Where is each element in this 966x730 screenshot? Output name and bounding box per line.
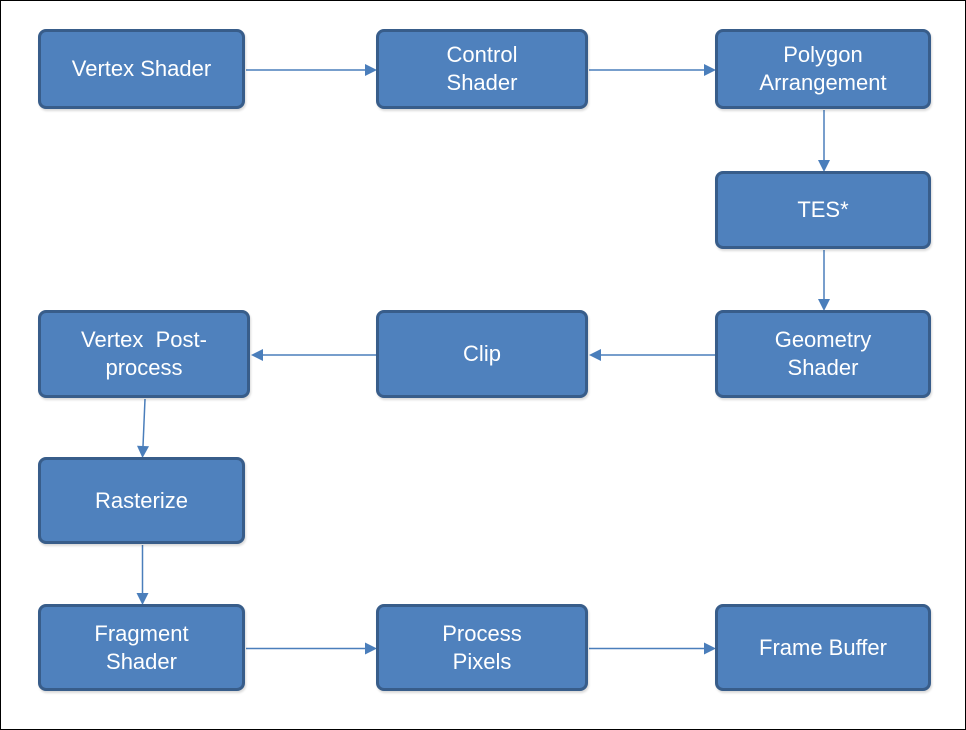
arrowhead bbox=[589, 349, 601, 361]
arrow-rasterize-to-fragment-shader bbox=[136, 545, 149, 605]
arrowhead bbox=[818, 299, 830, 311]
node-label-line: Vertex Shader bbox=[71, 56, 212, 81]
node-label-line: Polygon bbox=[783, 42, 863, 67]
connector-line bbox=[142, 398, 146, 447]
node-label-line: Frame Buffer bbox=[759, 634, 887, 660]
node-label-line: Geometry bbox=[774, 327, 872, 352]
node-vertex-post-process: Vertex Post- process bbox=[38, 310, 250, 398]
node-label-line: Arrangement bbox=[759, 70, 887, 95]
node-label-line: TES* bbox=[797, 197, 849, 222]
arrow-control-shader-to-polygon-arrangement bbox=[589, 64, 716, 76]
arrow-tes-to-geometry-shader bbox=[818, 250, 830, 311]
node-process-pixels: Process Pixels bbox=[376, 604, 588, 691]
node-rasterize: Rasterize bbox=[38, 457, 245, 544]
node-label-line: Rasterize bbox=[95, 487, 188, 513]
arrow-vertex-shader-to-control-shader bbox=[246, 64, 377, 76]
node-label-line: Fragment bbox=[94, 620, 189, 646]
arrow-clip-to-vertex-post-process bbox=[251, 349, 377, 361]
node-geometry-shader: Geometry Shader bbox=[715, 310, 931, 398]
arrowhead bbox=[137, 445, 150, 458]
node-label-line: process bbox=[105, 355, 183, 380]
node-label-line: Clip bbox=[463, 341, 501, 366]
arrow-process-pixels-to-frame-buffer bbox=[589, 642, 716, 655]
arrowhead bbox=[818, 160, 830, 172]
node-control-shader: Control Shader bbox=[376, 29, 588, 109]
arrow-geometry-shader-to-clip bbox=[589, 349, 716, 361]
node-label-line: Shader bbox=[106, 648, 177, 674]
node-label-line: Shader bbox=[787, 355, 859, 380]
node-label-line: Pixels bbox=[452, 648, 512, 674]
node-label-line: Shader bbox=[446, 70, 518, 95]
arrow-vertex-post-process-to-rasterize bbox=[137, 398, 150, 458]
node-label-line: Control bbox=[446, 42, 518, 67]
node-polygon-arrangement: Polygon Arrangement bbox=[715, 29, 931, 109]
node-vertex-shader: Vertex Shader bbox=[38, 29, 245, 109]
arrow-fragment-shader-to-process-pixels bbox=[246, 642, 377, 655]
arrowhead bbox=[365, 642, 377, 655]
arrow-polygon-arrangement-to-tes bbox=[818, 110, 830, 172]
arrowhead bbox=[704, 642, 716, 655]
arrowhead bbox=[136, 593, 149, 605]
arrowhead bbox=[365, 64, 377, 76]
node-label-line: Process bbox=[442, 620, 522, 646]
node-clip: Clip bbox=[376, 310, 588, 398]
node-tes: TES* bbox=[715, 171, 931, 249]
node-label-line: Vertex Post- bbox=[81, 327, 207, 352]
arrowhead bbox=[251, 349, 263, 361]
node-fragment-shader: Fragment Shader bbox=[38, 604, 245, 691]
node-frame-buffer: Frame Buffer bbox=[715, 604, 931, 691]
arrowhead bbox=[704, 64, 716, 76]
